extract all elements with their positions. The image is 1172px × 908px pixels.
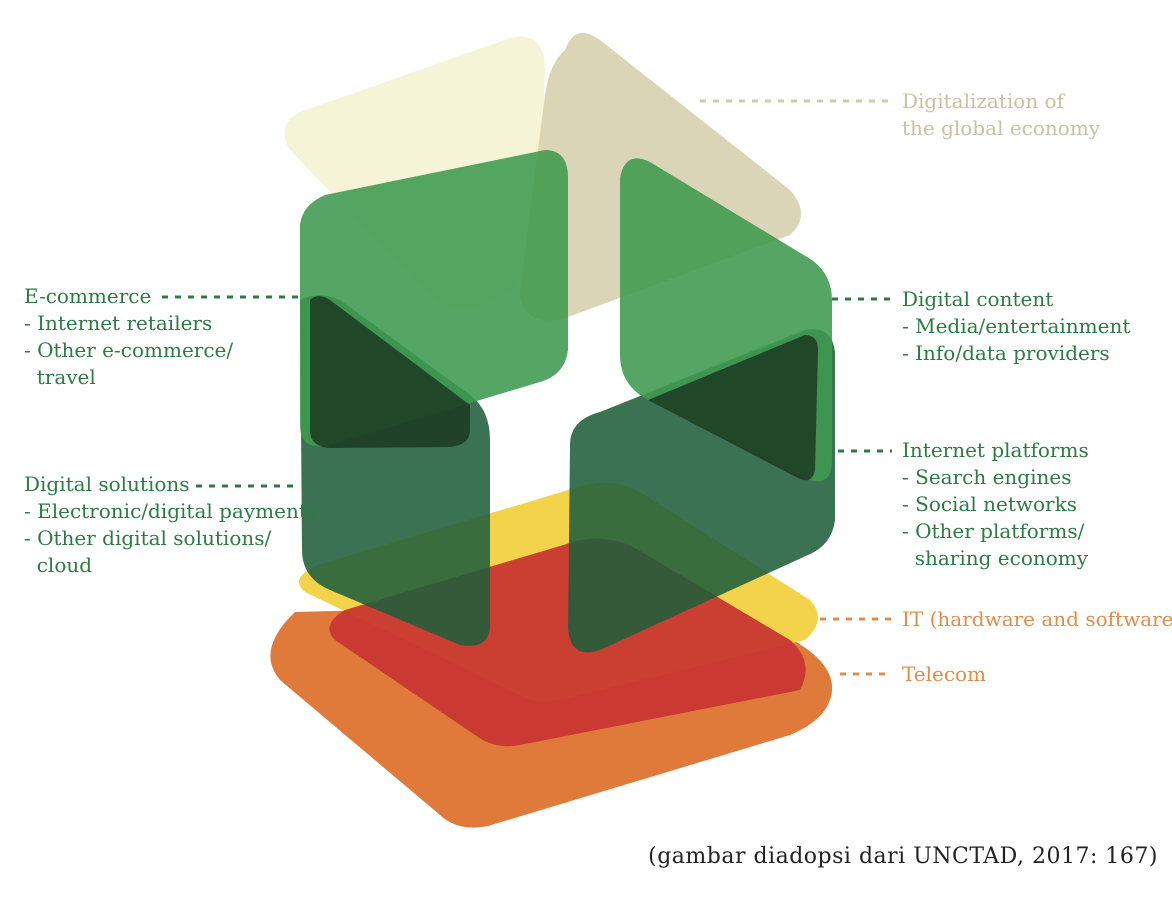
telecom-title: Telecom — [902, 662, 987, 686]
internet-platforms-label: Internet platforms - Search engines - So… — [902, 437, 1089, 572]
internet-platforms-item: - Search engines — [902, 465, 1072, 489]
internet-platforms-item: - Other platforms/ — [902, 519, 1085, 543]
digitalization-line-1: Digitalization of — [902, 89, 1065, 113]
internet-platforms-title: Internet platforms — [902, 438, 1089, 462]
internet-platforms-item: sharing economy — [902, 546, 1089, 570]
ecommerce-item: - Other e-commerce/ — [24, 338, 234, 362]
ecommerce-label: E-commerce - Internet retailers - Other … — [24, 283, 233, 391]
it-title: IT (hardware and software) — [902, 607, 1172, 631]
overlap-dark-right — [648, 335, 818, 481]
digitalization-label: Digitalization of the global economy — [902, 88, 1100, 142]
it-label: IT (hardware and software) — [902, 606, 1172, 633]
ecommerce-item: - Internet retailers — [24, 311, 213, 335]
digital-solutions-title: Digital solutions — [24, 472, 190, 496]
digital-solutions-label: Digital solutions - Electronic/digital p… — [24, 471, 317, 579]
telecom-label: Telecom — [902, 661, 986, 688]
ecommerce-item: travel — [24, 365, 96, 389]
overlap-dark-left — [310, 296, 470, 448]
digital-content-item: - Info/data providers — [902, 341, 1110, 365]
digital-content-label: Digital content - Media/entertainment - … — [902, 286, 1130, 367]
digital-solutions-item: - Electronic/digital payments — [24, 499, 318, 523]
digital-content-title: Digital content — [902, 287, 1054, 311]
digital-solutions-item: cloud — [24, 553, 93, 577]
digital-solutions-item: - Other digital solutions/ — [24, 526, 272, 550]
digitalization-line-2: the global economy — [902, 116, 1101, 140]
internet-platforms-item: - Social networks — [902, 492, 1077, 516]
source-caption: (gambar diadopsi dari UNCTAD, 2017: 167) — [648, 844, 1158, 869]
digital-content-item: - Media/entertainment — [902, 314, 1131, 338]
ecommerce-title: E-commerce — [24, 284, 152, 308]
